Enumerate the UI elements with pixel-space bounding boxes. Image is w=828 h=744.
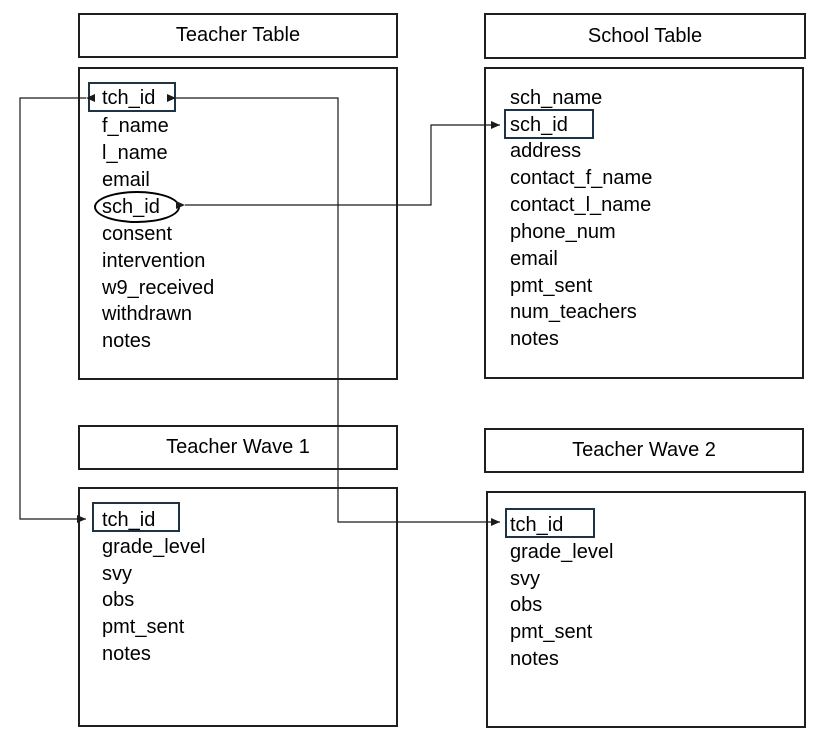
wave2-field-obs: obs [510, 594, 543, 616]
school-field-email: email [510, 248, 558, 270]
wave1-field-obs: obs [102, 589, 135, 611]
wave1-field-grade-level: grade_level [102, 536, 206, 558]
wave1-field-pmt-sent: pmt_sent [102, 616, 185, 638]
wave2-tch-id-key-highlight [505, 508, 595, 538]
school-field-sch-id: sch_id [510, 114, 568, 136]
school-table-title-box: School Table [484, 13, 806, 59]
wave2-field-grade-level: grade_level [510, 541, 614, 563]
wave1-field-tch-id: tch_id [102, 509, 156, 531]
wave1-table-title: Teacher Wave 1 [166, 436, 310, 458]
teacher-table-fields-box: tch_id f_name l_name email sch_id consen… [78, 67, 398, 380]
wave2-table-fields-box: tch_id grade_level svy obs pmt_sent note… [486, 491, 806, 728]
school-field-phone-num: phone_num [510, 221, 616, 243]
wave1-table-title-box: Teacher Wave 1 [78, 425, 398, 470]
wave2-field-pmt-sent: pmt_sent [510, 621, 593, 643]
school-field-num-teachers: num_teachers [510, 301, 637, 323]
teacher-field-email: email [102, 169, 150, 191]
teacher-field-consent: consent [102, 223, 173, 245]
teacher-table-title: Teacher Table [175, 24, 301, 46]
wave2-table-title: Teacher Wave 2 [572, 439, 716, 461]
teacher-field-withdrawn: withdrawn [102, 303, 193, 325]
school-field-contact-l-name: contact_l_name [510, 194, 652, 216]
wave2-field-svy: svy [510, 568, 540, 590]
wave2-field-notes: notes [510, 648, 559, 670]
school-table-fields-box: sch_name sch_id address contact_f_name c… [484, 67, 804, 379]
wave1-table-fields-box: tch_id grade_level svy obs pmt_sent note… [78, 487, 398, 727]
connector-teacher-to-wave1 [19, 94, 95, 523]
wave1-field-notes: notes [102, 643, 151, 665]
teacher-field-f-name: f_name [102, 115, 169, 137]
school-field-sch-name: sch_name [510, 87, 603, 109]
teacher-field-intervention: intervention [102, 250, 206, 272]
school-table-title: School Table [587, 24, 703, 47]
teacher-field-w9-received: w9_received [102, 277, 215, 299]
school-field-address: address [510, 140, 582, 162]
teacher-field-notes: notes [102, 330, 151, 352]
wave2-table-title-box: Teacher Wave 2 [484, 428, 804, 473]
school-sch-id-key-highlight [504, 109, 594, 139]
school-field-contact-f-name: contact_f_name [510, 167, 653, 189]
teacher-field-tch-id: tch_id [102, 87, 156, 109]
school-field-pmt-sent: pmt_sent [510, 275, 593, 297]
wave2-field-tch-id: tch_id [510, 514, 564, 536]
teacher-field-l-name: l_name [102, 142, 168, 164]
teacher-table-title-box: Teacher Table [78, 13, 398, 58]
teacher-field-sch-id: sch_id [102, 196, 160, 218]
school-field-notes: notes [510, 328, 559, 350]
wave1-field-svy: svy [102, 563, 132, 585]
